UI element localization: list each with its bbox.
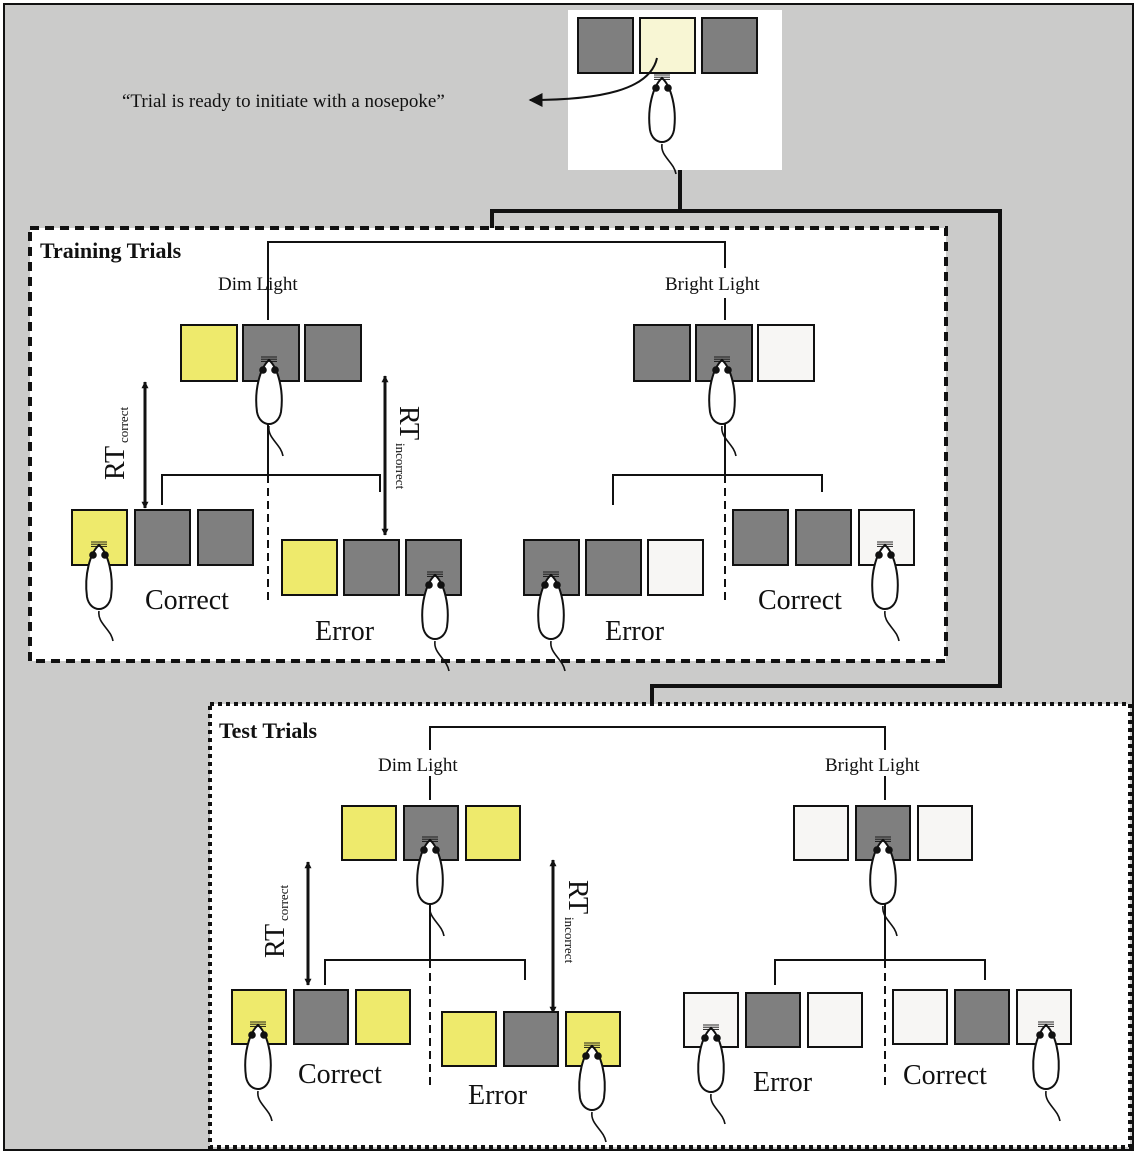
port-yellow bbox=[181, 325, 237, 381]
port-dark bbox=[955, 990, 1009, 1044]
port-yellow bbox=[342, 806, 396, 860]
initiation-caption: “Trial is ready to initiate with a nosep… bbox=[122, 91, 445, 112]
test-title: Test Trials bbox=[219, 718, 317, 743]
rat-ear bbox=[271, 366, 279, 374]
port-dark bbox=[198, 510, 253, 565]
svg-text:correct: correct bbox=[276, 885, 291, 921]
port-dark bbox=[586, 540, 641, 595]
rat-ear bbox=[89, 551, 97, 559]
port-dark bbox=[504, 1012, 558, 1066]
port-white bbox=[758, 325, 814, 381]
training-dim-light-label: Dim Light bbox=[218, 274, 298, 295]
port-yellow bbox=[356, 990, 410, 1044]
rat-ear bbox=[582, 1052, 590, 1060]
svg-text:RT: RT bbox=[393, 406, 424, 440]
svg-text:RT: RT bbox=[562, 880, 593, 914]
rat-ear bbox=[541, 581, 549, 589]
test-dim-error-label: Error bbox=[468, 1080, 528, 1111]
initiation-port-row bbox=[578, 18, 757, 73]
svg-text:RT: RT bbox=[260, 924, 291, 958]
rat-ear bbox=[594, 1052, 602, 1060]
training-dim-error-label: Error bbox=[315, 616, 375, 647]
rat-ear bbox=[432, 846, 440, 854]
port-white bbox=[794, 806, 848, 860]
rat-ear bbox=[664, 84, 672, 92]
port-white bbox=[648, 540, 703, 595]
port-yellow bbox=[466, 806, 520, 860]
port-dark bbox=[578, 18, 633, 73]
port-dark bbox=[733, 510, 788, 565]
test-bright-error-label: Error bbox=[753, 1067, 813, 1098]
rat-ear bbox=[875, 551, 883, 559]
test-bright-light-label: Bright Light bbox=[825, 755, 920, 776]
rat-ear bbox=[420, 846, 428, 854]
port-dark bbox=[796, 510, 851, 565]
svg-text:incorrect: incorrect bbox=[393, 443, 408, 490]
rat-ear bbox=[248, 1031, 256, 1039]
rat-ear bbox=[652, 84, 660, 92]
port-yellow bbox=[282, 540, 337, 595]
port-dark bbox=[305, 325, 361, 381]
port-dark bbox=[294, 990, 348, 1044]
rat-ear bbox=[885, 846, 893, 854]
training-bright-error-label: Error bbox=[605, 616, 665, 647]
training-dim-correct-label: Correct bbox=[145, 585, 229, 616]
svg-text:incorrect: incorrect bbox=[562, 917, 577, 964]
port-white bbox=[893, 990, 947, 1044]
rat-ear bbox=[259, 366, 267, 374]
port-pale_yellow bbox=[640, 18, 695, 73]
rat-ear bbox=[260, 1031, 268, 1039]
rat-ear bbox=[1036, 1031, 1044, 1039]
training-bright-correct-label: Correct bbox=[758, 585, 842, 616]
port-dark bbox=[344, 540, 399, 595]
rat-ear bbox=[701, 1034, 709, 1042]
test-dim-correct-label: Correct bbox=[298, 1059, 382, 1090]
port-dark bbox=[746, 993, 800, 1047]
port-dark bbox=[634, 325, 690, 381]
training-title: Training Trials bbox=[40, 238, 182, 263]
rat-ear bbox=[887, 551, 895, 559]
port-dark bbox=[135, 510, 190, 565]
svg-text:correct: correct bbox=[116, 407, 131, 443]
initiation-ports bbox=[578, 18, 757, 73]
training-bright-light-label: Bright Light bbox=[665, 274, 760, 295]
svg-text:RT: RT bbox=[100, 446, 131, 480]
port-dark bbox=[702, 18, 757, 73]
rat-ear bbox=[1048, 1031, 1056, 1039]
rat-ear bbox=[425, 581, 433, 589]
port-yellow bbox=[442, 1012, 496, 1066]
rat-ear bbox=[713, 1034, 721, 1042]
test-dim-light-label: Dim Light bbox=[378, 755, 458, 776]
rat-ear bbox=[437, 581, 445, 589]
test-bright-correct-label: Correct bbox=[903, 1060, 987, 1091]
rat-ear bbox=[101, 551, 109, 559]
rat-ear bbox=[553, 581, 561, 589]
rat-ear bbox=[712, 366, 720, 374]
rat-ear bbox=[724, 366, 732, 374]
rat-ear bbox=[873, 846, 881, 854]
port-white bbox=[808, 993, 862, 1047]
port-white bbox=[918, 806, 972, 860]
